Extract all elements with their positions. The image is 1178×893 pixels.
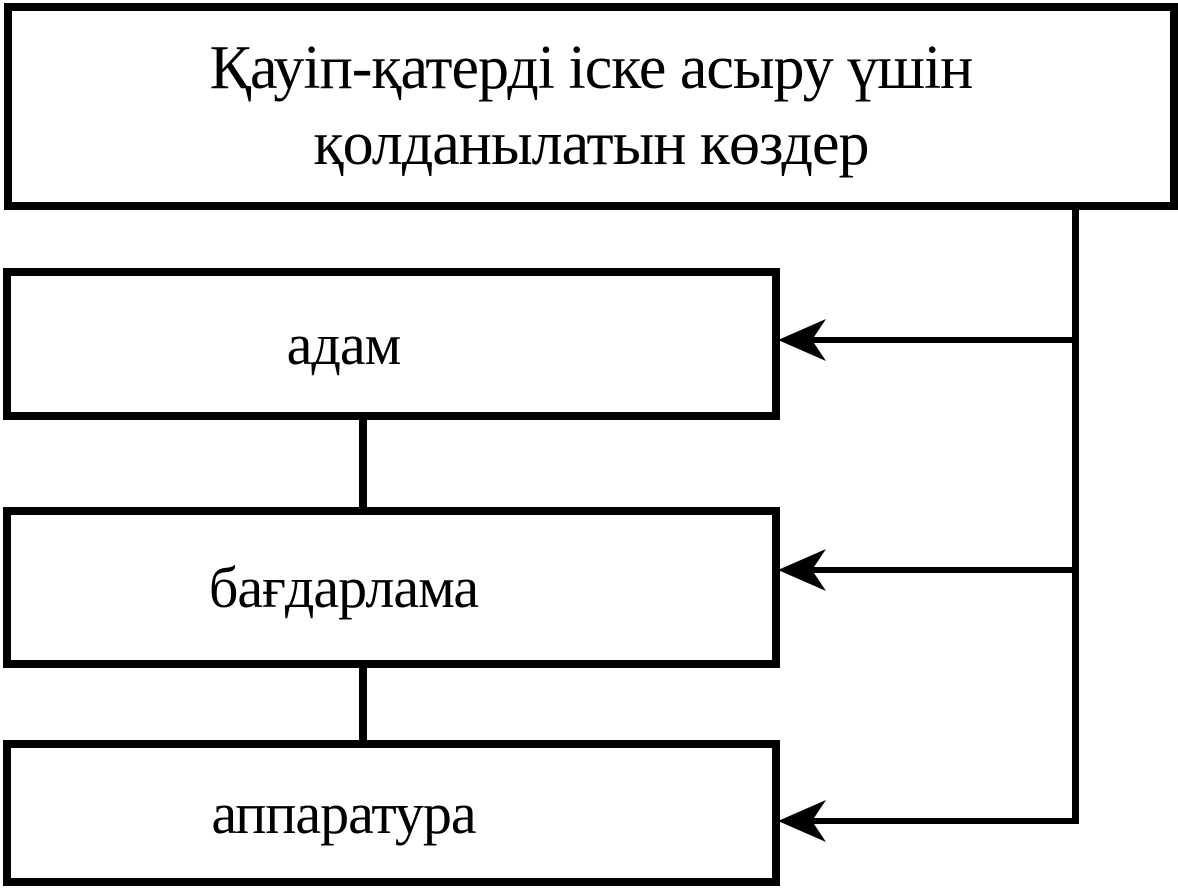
box-adam: адам bbox=[3, 268, 780, 420]
box-program: бағдарлама bbox=[3, 507, 780, 668]
box-adam-label: адам bbox=[286, 311, 402, 377]
root-box-heading: Қауіп-қатерді іске асыру үшін қолданылат… bbox=[209, 31, 974, 182]
box-program-label: бағдарлама bbox=[208, 555, 479, 620]
root-box-label-line2: қолданылатын көздер bbox=[313, 109, 870, 178]
box-hardware: аппаратура bbox=[3, 740, 780, 886]
root-box: Қауіп-қатерді іске асыру үшін қолданылат… bbox=[4, 3, 1178, 210]
box-hardware-label: аппаратура bbox=[211, 780, 476, 846]
connector-program-hardware bbox=[359, 664, 367, 744]
arrow-line-to-adam bbox=[812, 337, 1079, 343]
connector-root-trunk-line bbox=[1072, 206, 1079, 824]
arrow-line-to-hardware bbox=[812, 818, 1079, 824]
arrow-line-to-program bbox=[812, 567, 1079, 573]
arrowhead-left-icon bbox=[778, 319, 826, 361]
connector-adam-program bbox=[359, 416, 367, 511]
arrowhead-left-icon bbox=[778, 800, 826, 842]
arrowhead-left-icon bbox=[778, 549, 826, 591]
root-box-label-line1: Қауіп-қатерді іске асыру үшін bbox=[209, 33, 974, 102]
